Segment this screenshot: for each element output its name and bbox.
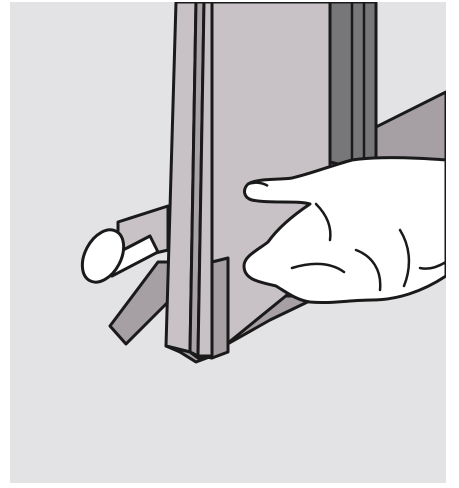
door-removal-illustration (10, 2, 446, 483)
door-frame-strip (330, 2, 376, 166)
illustration-panel (10, 2, 446, 483)
door-lower-frame (212, 258, 228, 358)
